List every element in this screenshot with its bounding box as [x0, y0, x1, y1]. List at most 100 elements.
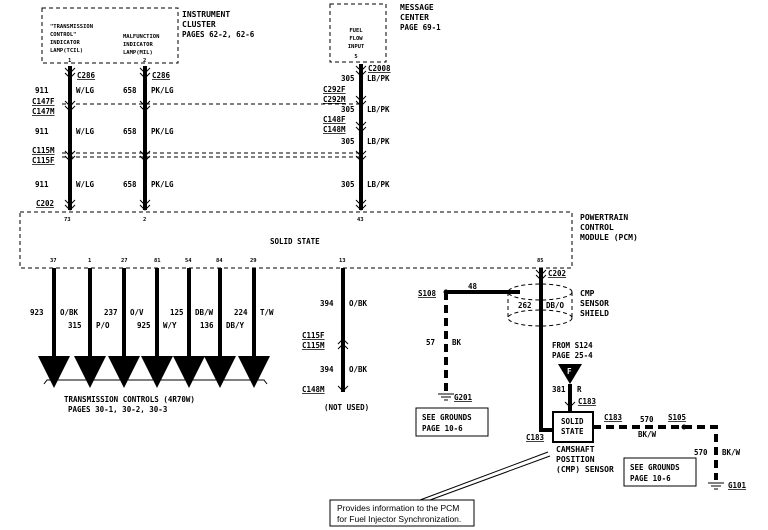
see-grounds-box-2 — [623, 457, 697, 487]
splice-f-triangle — [558, 364, 582, 384]
mil-label-2: INDICATOR — [123, 42, 153, 48]
wire-color-lbpk-a: LB/PK — [367, 74, 390, 83]
pcm-title-3: MODULE (PCM) — [580, 233, 638, 242]
transmission-controls-title: TRANSMISSION CONTROLS (4R70W) — [64, 395, 195, 404]
pcm-pin-1: 1 — [88, 258, 92, 264]
tcil-label-4: LAMP(TCIL) — [50, 48, 83, 54]
wire-color-tw: T/W — [260, 308, 274, 317]
wire-color-wlg-b: W/LG — [76, 127, 95, 136]
pcm-pin-29: 29 — [250, 258, 257, 264]
message-center-box — [329, 3, 387, 63]
pcm-box — [19, 211, 573, 269]
wire-color-obk2-b: O/BK — [349, 365, 368, 374]
connector-c183-c: C183 — [526, 433, 545, 442]
wire-570-b — [684, 425, 718, 480]
shield-label-3: SHIELD — [580, 309, 609, 318]
callout-line-1: Provides information to the PCM — [337, 503, 459, 513]
see-grounds-2: SEE GROUNDS — [630, 463, 680, 472]
wire-label-394-b: 394 — [320, 365, 334, 374]
connector-chevron-c286a — [64, 67, 76, 79]
shield-label-1: CMP — [580, 289, 595, 298]
connector-chevron-c2008 — [355, 65, 367, 77]
connector-chevron-c147-1 — [64, 100, 76, 112]
wire-label-911-a: 911 — [35, 86, 49, 95]
wire-color-obk2-a: O/BK — [349, 299, 368, 308]
wire-label-57: 57 — [426, 338, 435, 347]
ground-g201: G201 — [454, 393, 473, 402]
cmp-sensor-box — [552, 411, 594, 443]
cmp-name-2: POSITION — [556, 455, 595, 464]
connector-chevron-c148m-2 — [337, 385, 349, 392]
pcm-top-pin-43: 43 — [357, 217, 364, 223]
wire-color-lbpk-c: LB/PK — [367, 137, 390, 146]
wire-color-dby: DB/Y — [226, 321, 245, 330]
wire-label-911-c: 911 — [35, 180, 49, 189]
tcil-label-3: INDICATOR — [50, 40, 80, 46]
connector-c2008: C2008 — [368, 64, 391, 73]
pcm-pin-54: 54 — [185, 258, 192, 264]
connector-c148m-2: C148M — [302, 385, 325, 394]
connector-c292m: C292M — [323, 95, 346, 104]
callout-line-2: for Fuel Injector Synchronization. — [337, 514, 461, 524]
wire-color-bkw-b: BK/W — [722, 448, 741, 457]
shield-ellipse-bottom — [507, 309, 573, 327]
tcil-label-1: "TRANSMISSION — [50, 24, 93, 30]
wire-color-bkw-a: BK/W — [638, 430, 657, 439]
wire-label-381: 381 — [552, 385, 566, 394]
pcm-top-pin-73: 73 — [64, 217, 71, 223]
wire-color-dbo: DB/O — [546, 301, 565, 310]
connector-chevron-c202-2 — [139, 199, 151, 211]
splice-s108: S108 — [418, 289, 437, 298]
from-s124: FROM S124 — [552, 341, 593, 350]
see-grounds-box-1 — [415, 407, 489, 437]
connector-c148f: C148F — [323, 115, 346, 124]
wire-label-224: 224 — [234, 308, 248, 317]
connector-c292f: C292F — [323, 85, 346, 94]
wire-label-911-b: 911 — [35, 127, 49, 136]
wire-label-48: 48 — [468, 282, 478, 291]
callout-leader-1 — [419, 451, 549, 501]
connector-chevron-c147-2 — [139, 100, 151, 112]
wire-color-lbpk-d: LB/PK — [367, 180, 390, 189]
connector-chevron-c115-4 — [337, 338, 349, 350]
connector-c286a: C286 — [77, 71, 96, 80]
cluster-title-1: INSTRUMENT — [182, 10, 230, 19]
transmission-bracket — [43, 379, 268, 385]
message-center-page: PAGE 69-1 — [400, 23, 441, 32]
connector-chevron-c183-a — [564, 401, 576, 408]
connector-c286b: C286 — [152, 71, 171, 80]
mil-label-1: MALFUNCTION — [123, 34, 159, 40]
pcm-pin-37: 37 — [50, 258, 57, 264]
connector-chevron-c286b — [139, 67, 151, 79]
wire-label-262: 262 — [518, 301, 532, 310]
wire-color-ov: O/V — [130, 308, 144, 317]
tcil-pin: 1 — [68, 58, 72, 64]
connector-c115m: C115M — [32, 146, 55, 155]
wire-label-570-b: 570 — [694, 448, 708, 457]
wire-color-wlg-a: W/LG — [76, 86, 95, 95]
cluster-title-2: CLUSTER — [182, 20, 216, 29]
connector-c148m: C148M — [323, 125, 346, 134]
connector-chevron-c202-3 — [355, 199, 367, 211]
wire-label-658-a: 658 — [123, 86, 137, 95]
wire-label-125: 125 — [170, 308, 184, 317]
message-center-title-1: MESSAGE — [400, 3, 434, 12]
shield-label-2: SENSOR — [580, 299, 609, 308]
pcm-pin-84: 84 — [216, 258, 223, 264]
wire-color-pklg-b: PK/LG — [151, 127, 174, 136]
callout-leader-2 — [429, 455, 551, 501]
pcm-title-2: CONTROL — [580, 223, 614, 232]
wire-262 — [539, 268, 553, 432]
wire-color-wlg-c: W/LG — [76, 180, 95, 189]
tcil-label-2: CONTROL" — [50, 32, 77, 38]
pcm-pin-81: 81 — [154, 258, 161, 264]
connector-c202: C202 — [36, 199, 54, 208]
cmp-state-label: STATE — [561, 427, 584, 436]
wire-color-pklg-c: PK/LG — [151, 180, 174, 189]
wire-label-305-c: 305 — [341, 137, 355, 146]
wire-label-315: 315 — [68, 321, 82, 330]
fuel-flow-pin: 5 — [354, 54, 357, 60]
splice-s105: S105 — [668, 413, 686, 422]
pcm-pin-85: 85 — [537, 258, 544, 264]
